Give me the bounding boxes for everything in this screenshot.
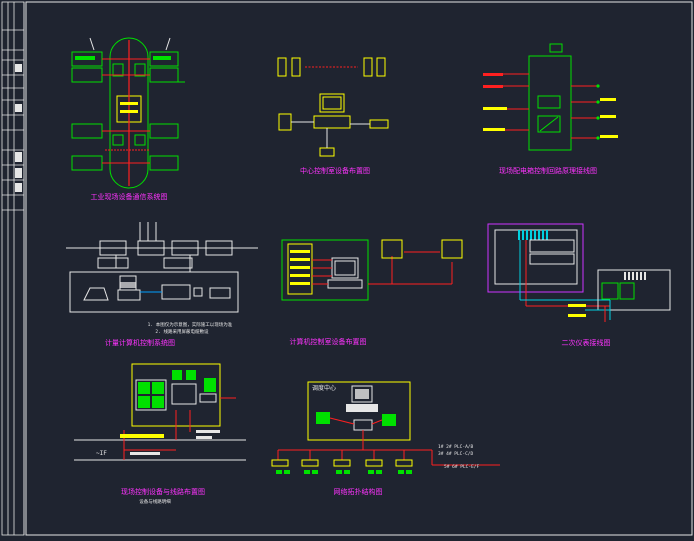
bus-label-3: 5# 6# PLC-E/F — [444, 464, 480, 470]
title-d5: 计算机控制室设备布置图 — [290, 337, 367, 346]
title-d8: 网络拓扑结构图 — [334, 487, 383, 496]
title-d1: 工业现场设备通信系统图 — [91, 192, 168, 201]
diagram-metering-system — [66, 222, 258, 313]
note-2: 2. 线路采用屏蔽电缆敷设 — [155, 328, 209, 335]
note-1: 1. 本图仅为示意图，实际施工以现场为准 — [148, 321, 233, 328]
d8-center-label: 调度中心 — [312, 384, 336, 392]
diagram-computer-room — [281, 239, 463, 301]
title-d6: 二次仪表接线图 — [562, 338, 611, 347]
drawing-frame — [25, 1, 693, 536]
diagram-distribution-box — [483, 43, 618, 151]
diagram-instrument-wiring — [487, 223, 671, 322]
svg-text:~IF: ~IF — [96, 450, 107, 457]
title-d4: 计量计算机控制系统图 — [105, 338, 175, 347]
title-block-strip — [1, 1, 25, 536]
subnote-d7: 设备与线路明细 — [139, 498, 171, 505]
title-d7: 现场控制设备与线路布置图 — [121, 487, 205, 496]
title-block-text — [15, 64, 22, 192]
bus-label-2: 3# 4# PLC-C/D — [438, 451, 474, 457]
bus-label-1: 1# 2# PLC-A/B — [438, 444, 474, 450]
diagram-control-room — [277, 57, 389, 157]
diagram-field-equipment: ~IF — [74, 363, 246, 461]
diagram-network-topology — [271, 381, 500, 474]
title-d2: 中心控制室设备布置图 — [300, 166, 370, 175]
title-d3: 现场配电箱控制回路原理接线图 — [499, 166, 597, 175]
diagram-field-comm — [71, 37, 185, 189]
